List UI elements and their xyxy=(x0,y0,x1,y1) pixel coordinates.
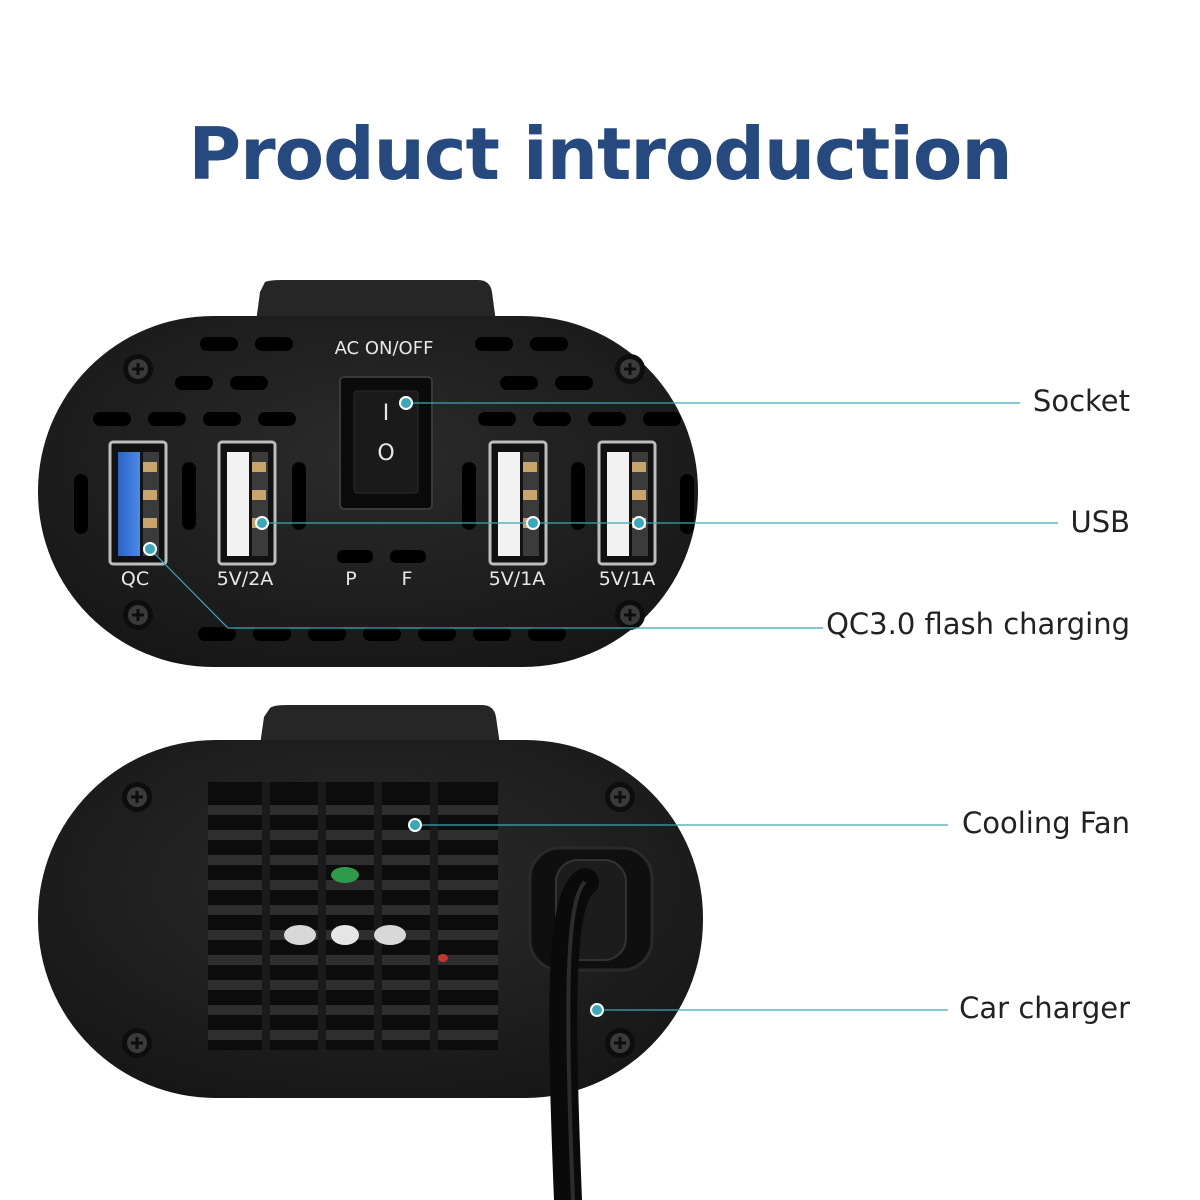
screw-icon xyxy=(122,1028,152,1058)
screw-icon xyxy=(123,354,153,384)
screw-icon xyxy=(605,1028,635,1058)
switch-off-symbol: O xyxy=(377,441,394,466)
car-charger-cable xyxy=(528,846,654,1200)
indicator-label-f: F xyxy=(402,568,413,590)
page-title: Product introduction xyxy=(188,112,1012,196)
port-label-5v1a-right: 5V/1A xyxy=(599,568,656,590)
callout-dots xyxy=(143,396,646,1017)
screw-icon xyxy=(122,782,152,812)
back-mount-tab xyxy=(260,705,500,745)
usb-port-5v2a[interactable] xyxy=(217,440,277,566)
front-panel: I O AC ON/OFF QC xyxy=(38,280,698,667)
callout-lines xyxy=(149,402,1058,1011)
screw-icon xyxy=(615,600,645,630)
switch-on-symbol: I xyxy=(383,401,390,426)
back-panel xyxy=(38,705,703,1200)
screw-icon xyxy=(615,354,645,384)
usb-port-qc[interactable] xyxy=(108,440,168,566)
usb-port-5v1a-left[interactable] xyxy=(488,440,548,566)
switch-label: AC ON/OFF xyxy=(335,338,434,359)
port-label-5v2a: 5V/2A xyxy=(217,568,274,590)
screw-icon xyxy=(123,600,153,630)
callout-qc-flash-charging: QC3.0 flash charging xyxy=(826,607,1130,641)
cooling-fan-grille xyxy=(208,782,498,1050)
ac-power-switch[interactable]: I O xyxy=(339,376,433,510)
usb-port-5v1a-right[interactable] xyxy=(597,440,657,566)
screw-icon xyxy=(605,782,635,812)
callout-socket: Socket xyxy=(1032,384,1130,418)
indicator-label-p: P xyxy=(345,568,356,590)
callout-cooling-fan: Cooling Fan xyxy=(961,806,1130,840)
callout-usb: USB xyxy=(1070,505,1130,539)
callout-car-charger: Car charger xyxy=(959,991,1130,1025)
port-label-qc: QC xyxy=(121,568,149,590)
port-label-5v1a-left: 5V/1A xyxy=(489,568,546,590)
front-mount-tab xyxy=(256,280,496,322)
